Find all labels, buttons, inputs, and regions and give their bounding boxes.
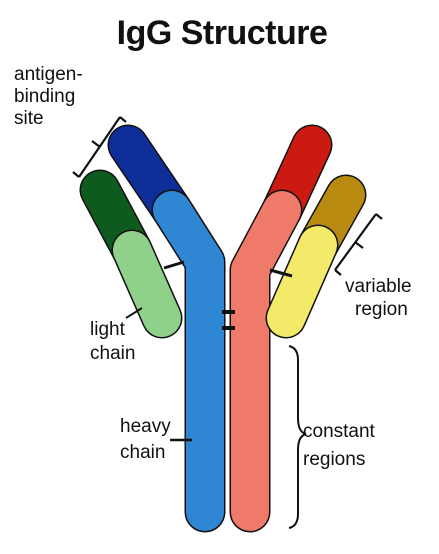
right-light-chain-constant-region [286,245,318,318]
left-disulfide-bond [164,262,184,268]
constant-regions-label-line2: regions [303,449,365,470]
light-chain-label-line1: light [90,319,126,340]
figure-title: IgG Structure [117,14,328,52]
constant-regions-label-line1: constant [303,421,376,442]
antigen-binding-site-label-line3: site [14,108,44,129]
right-heavy-chain [250,210,282,512]
heavy-chain-label-line1: heavy [120,416,171,437]
variable-region-label-line1: variable [345,276,412,297]
light-chain-label-line2: chain [90,343,135,364]
variable-region-label-line2: region [355,299,408,320]
antigen-binding-site-label-line1: antigen- [14,64,83,85]
antigen-binding-site-label-line2: binding [14,86,75,107]
heavy-chain-label-line2: chain [120,442,165,463]
